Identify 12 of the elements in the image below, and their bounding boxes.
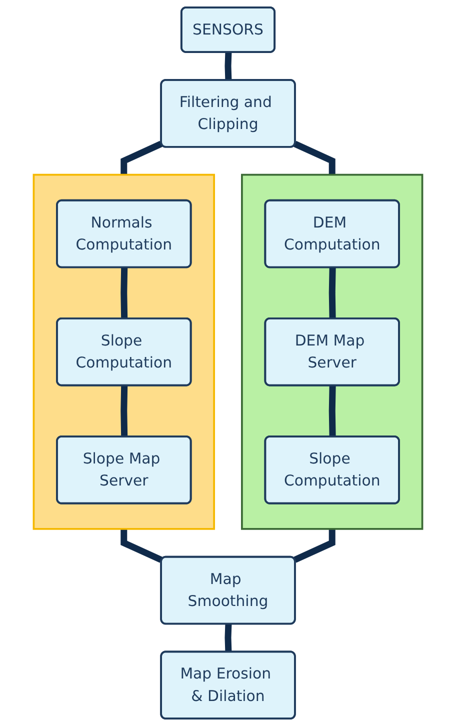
connector [120, 140, 162, 175]
connector [120, 528, 162, 563]
cluster [241, 174, 424, 530]
connector [120, 268, 128, 319]
connector [224, 624, 232, 652]
cluster [32, 174, 215, 530]
connector [224, 52, 232, 81]
connector [328, 268, 336, 319]
connector [294, 528, 336, 563]
connector [328, 386, 336, 437]
connector [294, 140, 336, 175]
connector [120, 386, 128, 437]
